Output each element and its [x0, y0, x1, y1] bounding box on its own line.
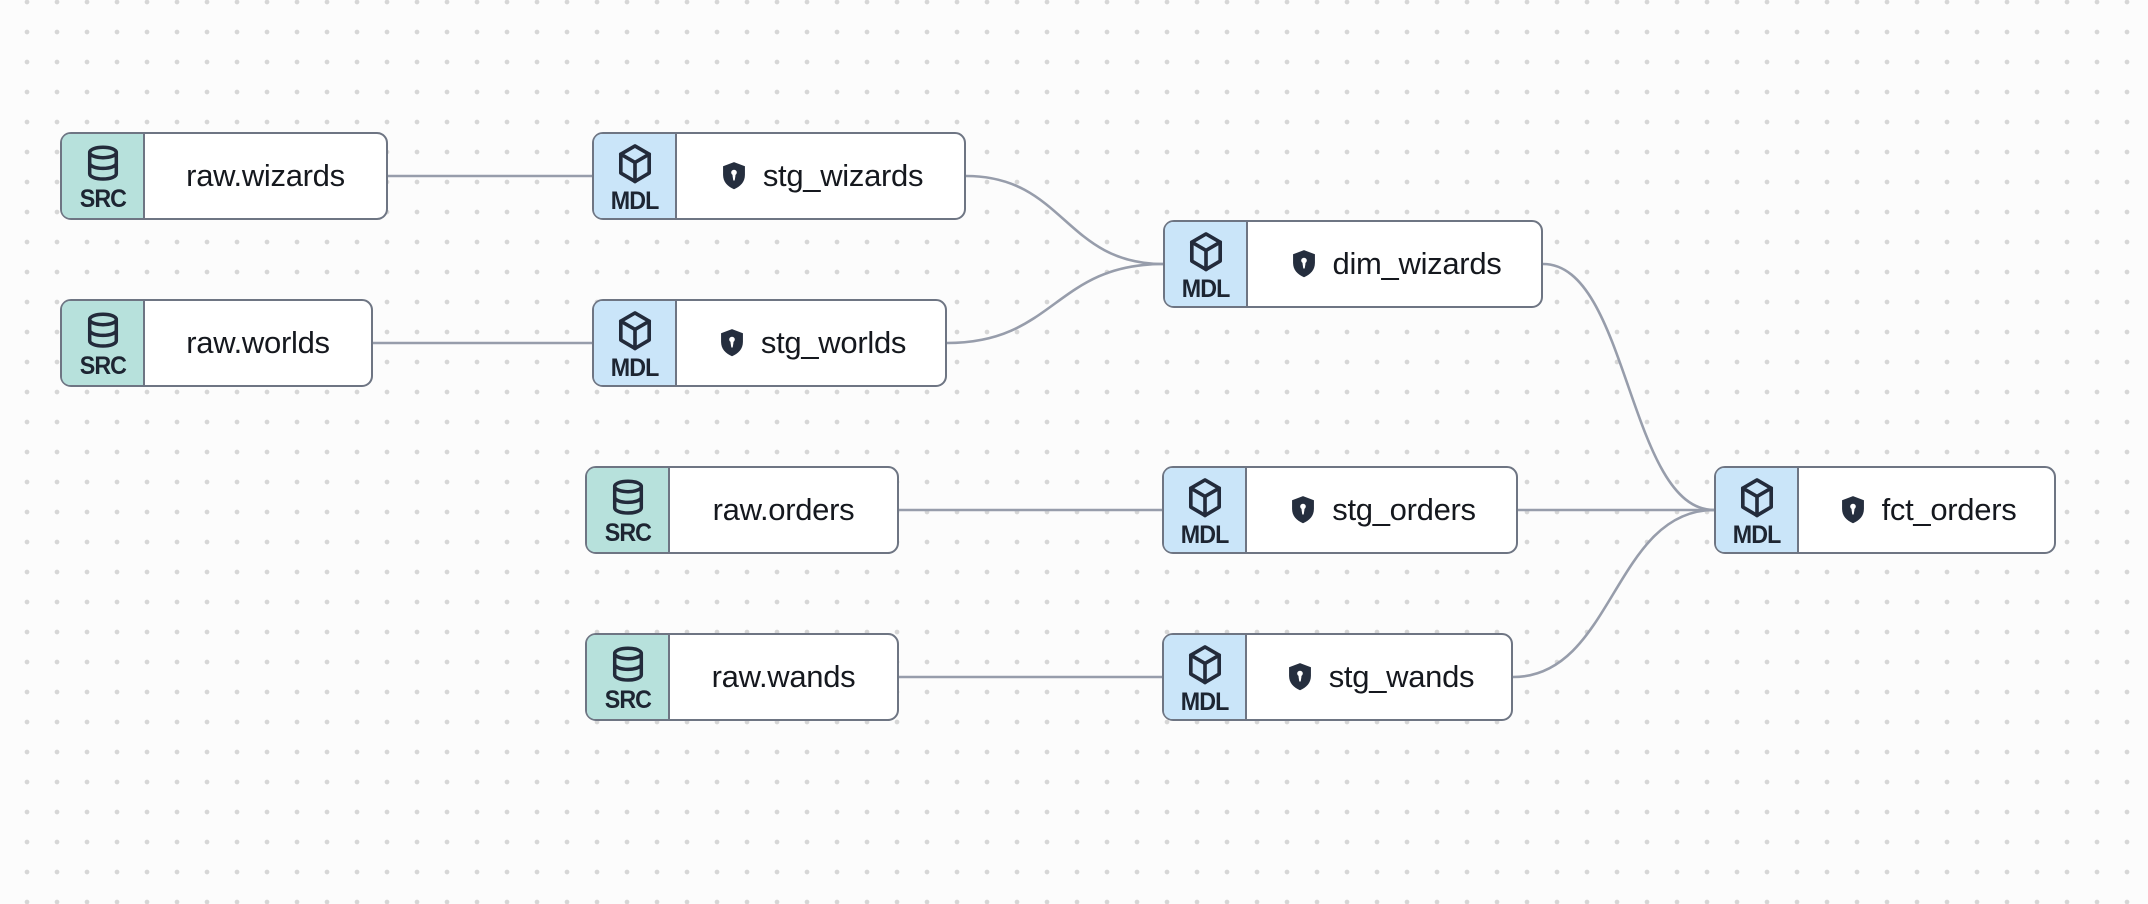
- node-type-badge: SRC: [62, 134, 145, 218]
- node-dim-wizards[interactable]: MDL dim_wizards: [1163, 220, 1543, 308]
- cube-icon: [612, 141, 658, 187]
- node-label: raw.worlds: [186, 325, 330, 360]
- edge-stg-wands-to-fct-orders: [1511, 508, 1716, 679]
- node-type-label: SRC: [604, 686, 651, 715]
- node-type-badge: MDL: [1165, 222, 1248, 306]
- node-type-badge: MDL: [594, 134, 677, 218]
- shield-icon: [1288, 248, 1320, 280]
- node-stg-wands[interactable]: MDL stg_wands: [1162, 633, 1513, 721]
- node-body: fct_orders: [1799, 468, 2054, 552]
- node-type-label: MDL: [610, 187, 660, 216]
- node-label: stg_wizards: [762, 158, 924, 193]
- node-type-badge: MDL: [594, 301, 677, 385]
- database-icon: [607, 477, 649, 519]
- edge-dim-wizards-to-fct-orders: [1541, 262, 1716, 512]
- database-icon: [82, 143, 124, 185]
- node-body: raw.worlds: [145, 301, 371, 385]
- node-body: dim_wizards: [1248, 222, 1541, 306]
- node-body: stg_orders: [1247, 468, 1516, 552]
- cube-icon: [1734, 475, 1780, 521]
- node-type-badge: MDL: [1164, 635, 1247, 719]
- node-type-label: MDL: [1181, 275, 1231, 304]
- cube-icon: [1183, 229, 1229, 275]
- cube-icon: [1182, 475, 1228, 521]
- edge-stg-wizards-to-dim-wizards: [964, 174, 1165, 266]
- node-type-badge: SRC: [62, 301, 145, 385]
- node-body: stg_wizards: [677, 134, 964, 218]
- node-type-badge: SRC: [587, 635, 670, 719]
- node-type-label: MDL: [1180, 521, 1230, 550]
- node-fct-orders[interactable]: MDL fct_orders: [1714, 466, 2056, 554]
- shield-icon: [1284, 661, 1316, 693]
- node-type-label: MDL: [1180, 688, 1230, 717]
- node-raw-wizards[interactable]: SRC raw.wizards: [60, 132, 388, 220]
- database-icon: [82, 310, 124, 352]
- node-body: raw.wizards: [145, 134, 386, 218]
- shield-icon: [1287, 494, 1319, 526]
- node-label: raw.wizards: [186, 158, 345, 193]
- node-raw-orders[interactable]: SRC raw.orders: [585, 466, 899, 554]
- node-label: fct_orders: [1881, 492, 2017, 527]
- node-type-label: SRC: [79, 352, 126, 381]
- node-body: raw.wands: [670, 635, 897, 719]
- node-label: stg_wands: [1328, 659, 1475, 694]
- shield-icon: [718, 160, 750, 192]
- node-raw-wands[interactable]: SRC raw.wands: [585, 633, 899, 721]
- cube-icon: [1182, 642, 1228, 688]
- node-stg-orders[interactable]: MDL stg_orders: [1162, 466, 1518, 554]
- node-type-label: MDL: [1732, 521, 1782, 550]
- node-label: stg_worlds: [760, 325, 907, 360]
- node-body: raw.orders: [670, 468, 897, 552]
- node-label: stg_orders: [1332, 492, 1476, 527]
- cube-icon: [612, 308, 658, 354]
- node-label: raw.orders: [712, 492, 855, 527]
- edge-stg-worlds-to-dim-wizards: [945, 262, 1165, 345]
- node-stg-wizards[interactable]: MDL stg_wizards: [592, 132, 966, 220]
- node-type-badge: MDL: [1716, 468, 1799, 552]
- node-label: raw.wands: [711, 659, 856, 694]
- node-type-badge: MDL: [1164, 468, 1247, 552]
- node-type-label: SRC: [79, 185, 126, 214]
- shield-icon: [1837, 494, 1869, 526]
- database-icon: [607, 644, 649, 686]
- node-body: stg_worlds: [677, 301, 945, 385]
- shield-icon: [716, 327, 748, 359]
- node-type-label: MDL: [610, 354, 660, 383]
- node-type-badge: SRC: [587, 468, 670, 552]
- node-body: stg_wands: [1247, 635, 1511, 719]
- node-type-label: SRC: [604, 519, 651, 548]
- node-stg-worlds[interactable]: MDL stg_worlds: [592, 299, 947, 387]
- node-raw-worlds[interactable]: SRC raw.worlds: [60, 299, 373, 387]
- node-label: dim_wizards: [1332, 246, 1502, 281]
